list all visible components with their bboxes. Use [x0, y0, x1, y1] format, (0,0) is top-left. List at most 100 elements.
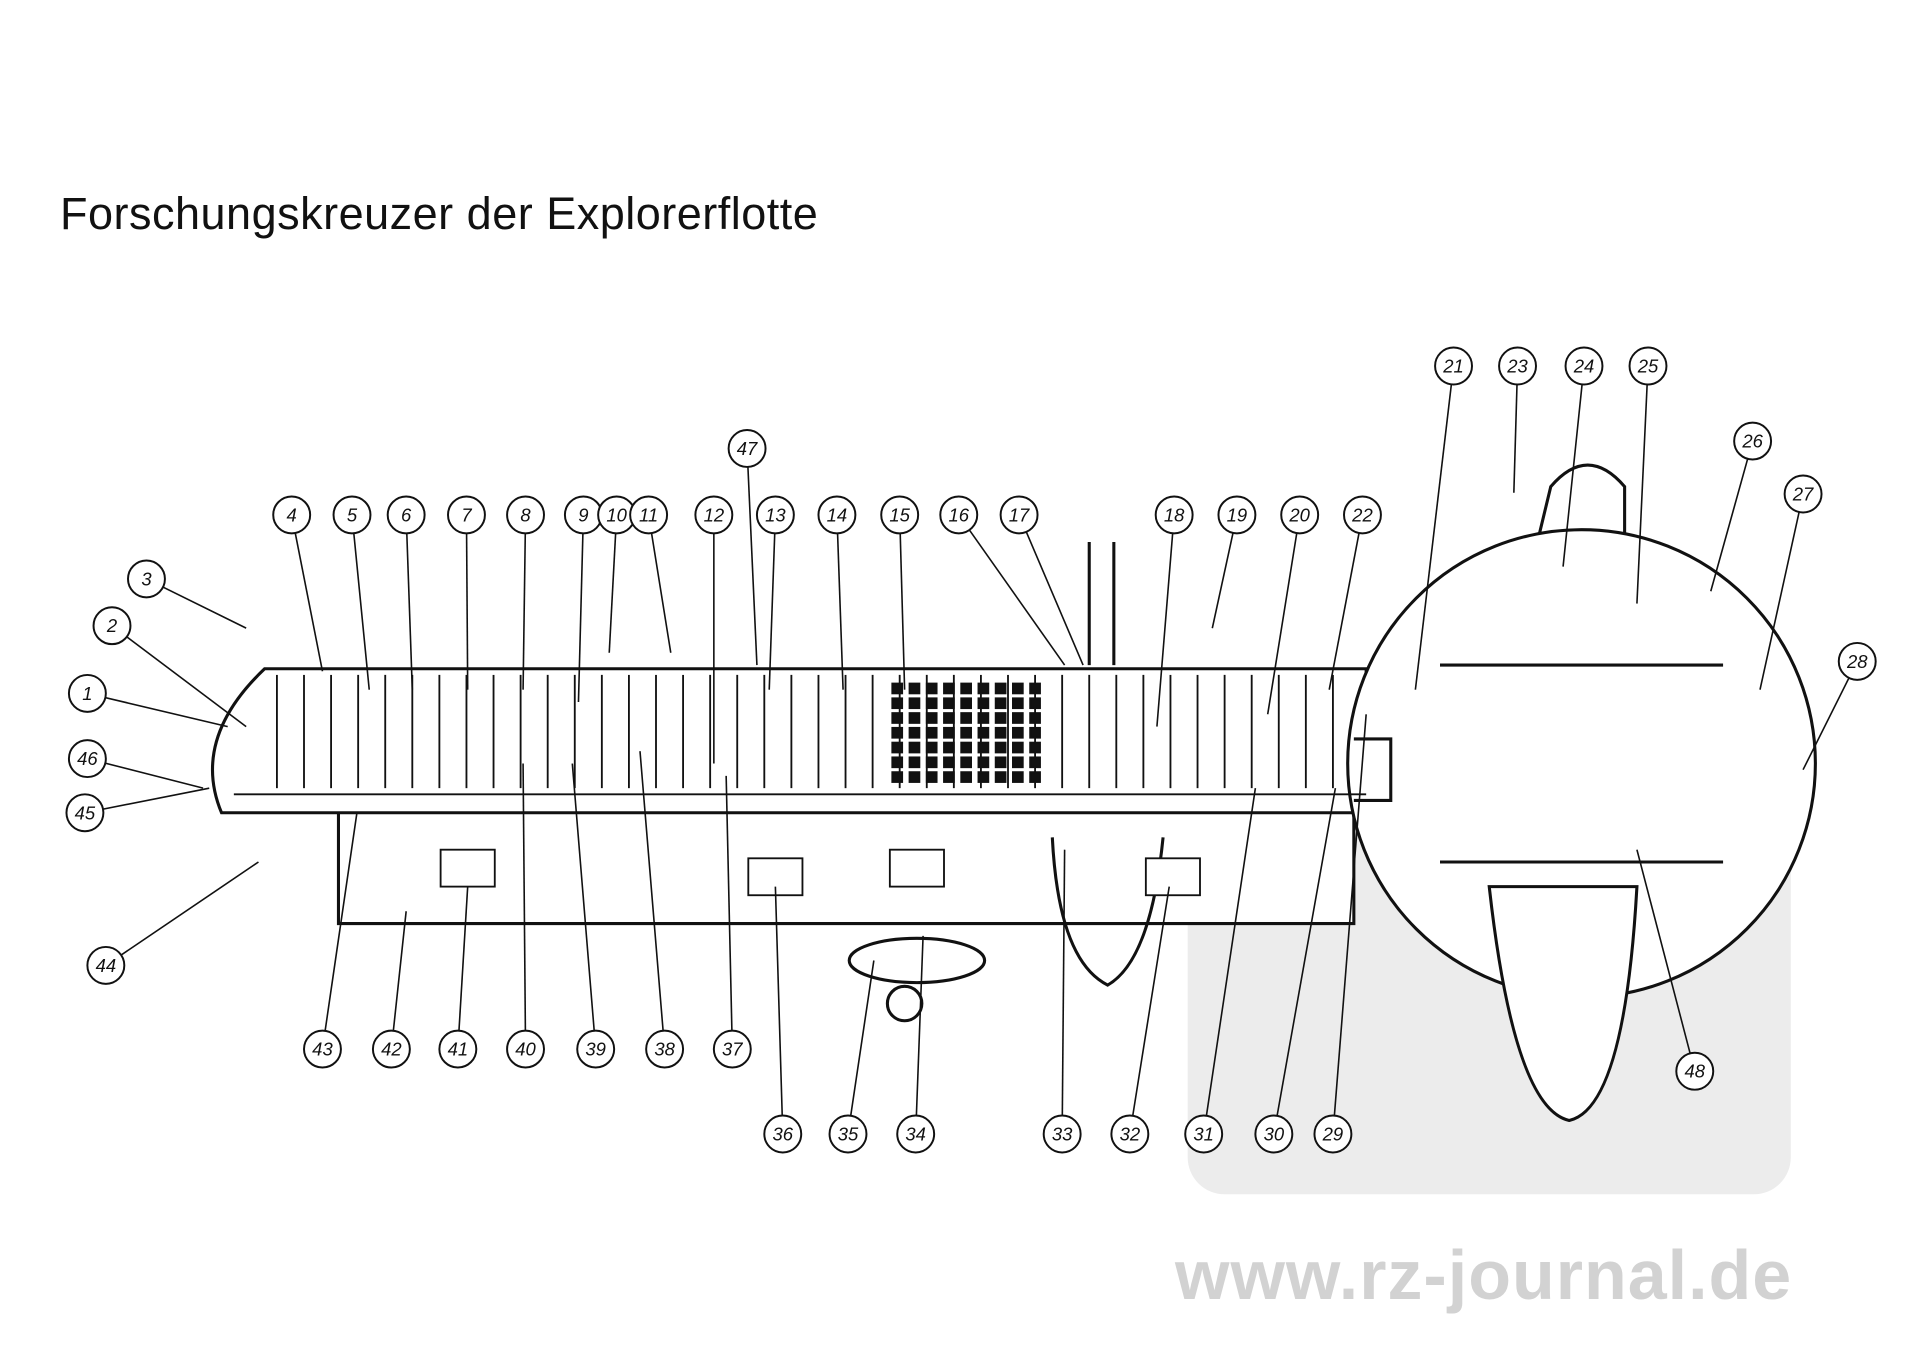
leader-line — [746, 448, 758, 666]
callout-circle — [763, 1114, 803, 1154]
leader-line — [290, 514, 324, 672]
callout-number: 29 — [1322, 1123, 1344, 1144]
leader-line — [321, 812, 358, 1050]
callout-38: 38 — [639, 751, 685, 1069]
cell-block — [977, 741, 990, 754]
callout-number: 43 — [312, 1039, 333, 1060]
callout-number: 37 — [722, 1039, 743, 1060]
leader-line — [1414, 365, 1455, 690]
callout-number: 20 — [1288, 504, 1310, 525]
callout-number: 13 — [765, 504, 786, 525]
leader-line — [1636, 849, 1696, 1072]
leader-line — [87, 757, 204, 789]
callout-number: 38 — [654, 1039, 675, 1060]
cell-block — [925, 756, 938, 769]
cell-block — [977, 682, 990, 695]
callout-32: 32 — [1110, 886, 1171, 1154]
cell-block — [1029, 771, 1041, 783]
callout-number: 22 — [1351, 504, 1373, 525]
cell-block — [925, 697, 938, 710]
cell-block — [943, 682, 955, 695]
leader-line — [522, 514, 527, 690]
callout-number: 5 — [347, 504, 358, 525]
callout-circle — [694, 495, 734, 535]
callout-1: 1 — [67, 673, 228, 728]
callout-24: 24 — [1562, 346, 1604, 567]
ship-hull — [210, 463, 1817, 1123]
callout-number: 25 — [1637, 356, 1659, 377]
callout-circle — [645, 1029, 685, 1069]
leader-line — [608, 514, 618, 653]
callout-26: 26 — [1709, 421, 1773, 592]
leader-line — [1273, 788, 1337, 1135]
hatch — [888, 848, 945, 888]
cell-block — [1012, 756, 1024, 769]
leader-line — [847, 960, 875, 1135]
cell-block — [925, 726, 938, 739]
callout-circle — [1217, 495, 1257, 535]
callout-number: 19 — [1227, 504, 1248, 525]
leader-line — [105, 861, 259, 967]
leader-line — [1562, 365, 1585, 567]
leader-line — [1018, 514, 1084, 666]
cell-block — [908, 697, 921, 710]
leader-line — [647, 514, 672, 653]
callout-43: 43 — [303, 812, 358, 1069]
callout-number: 45 — [75, 802, 96, 823]
callout-circle — [828, 1114, 868, 1154]
cell-block — [994, 726, 1007, 739]
callout-circle — [303, 1029, 342, 1069]
callout-circle — [332, 495, 372, 535]
callout-number: 4 — [287, 504, 297, 525]
callout-number: 48 — [1685, 1061, 1706, 1082]
cell-block — [891, 682, 904, 695]
callout-33: 33 — [1042, 849, 1082, 1154]
callout-circle — [817, 495, 857, 535]
cell-block — [891, 726, 904, 739]
callout-7: 7 — [447, 495, 486, 690]
leader-line — [1061, 849, 1066, 1135]
cell-block — [908, 756, 921, 769]
callout-circle — [1343, 495, 1382, 535]
callout-number: 15 — [889, 504, 910, 525]
cell-block — [960, 756, 972, 769]
leader-line — [111, 625, 247, 728]
callout-circle — [576, 1029, 616, 1069]
callout-number: 47 — [737, 438, 758, 459]
callout-36: 36 — [763, 886, 803, 1154]
callout-number: 32 — [1120, 1123, 1141, 1144]
cell-block — [1029, 741, 1041, 754]
cell-block — [1012, 741, 1024, 754]
callout-circle — [939, 495, 979, 535]
callout-circle — [371, 1029, 411, 1069]
callout-21: 21 — [1414, 346, 1473, 690]
callout-circle — [1254, 1114, 1294, 1154]
leader-line — [1129, 886, 1171, 1135]
leader-line — [84, 787, 210, 814]
cell-block — [891, 771, 904, 783]
cell-block — [943, 697, 955, 710]
callout-46: 46 — [67, 739, 204, 789]
cell-block — [1029, 682, 1041, 695]
callout-circle — [629, 495, 669, 535]
callout-circle — [880, 495, 920, 535]
callout-45: 45 — [65, 787, 210, 833]
cell-block — [908, 726, 921, 739]
callout-circle — [506, 1029, 545, 1069]
callout-number: 16 — [949, 504, 970, 525]
callout-17: 17 — [999, 495, 1084, 666]
callout-circle — [1733, 421, 1773, 461]
callout-circle — [712, 1029, 752, 1069]
callout-18: 18 — [1154, 495, 1194, 727]
callout-circle — [1434, 346, 1473, 386]
callout-circle — [272, 495, 312, 535]
leader-line — [1202, 788, 1257, 1135]
callout-number: 33 — [1052, 1123, 1073, 1144]
callout-41: 41 — [438, 886, 478, 1069]
leader-line — [577, 514, 585, 703]
cell-block — [1012, 712, 1024, 724]
callout-40: 40 — [506, 763, 545, 1069]
callout-number: 36 — [773, 1123, 794, 1144]
callout-number: 41 — [448, 1039, 469, 1060]
